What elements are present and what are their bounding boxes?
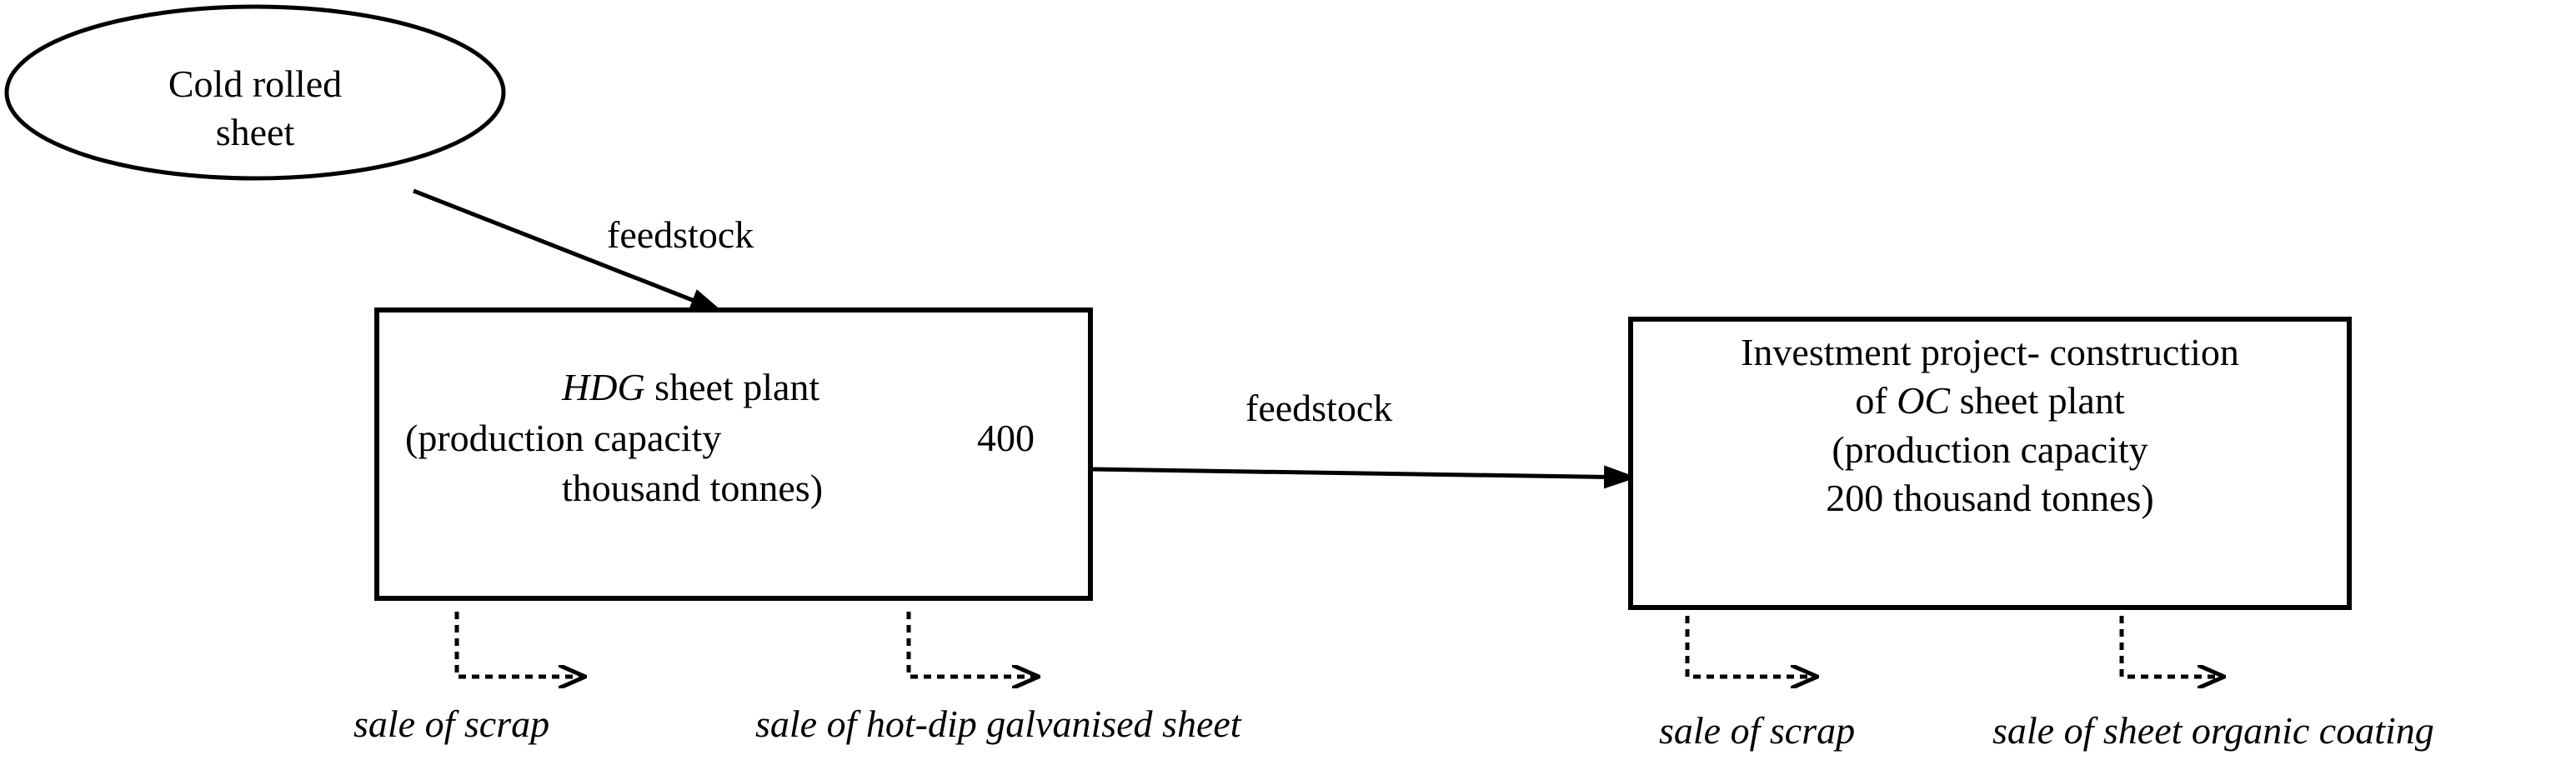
hdg-product-arrow bbox=[906, 612, 1039, 677]
feedstock-arrow-2 bbox=[1090, 465, 1637, 489]
hdg-sale-of-scrap-label: sale of scrap bbox=[353, 702, 549, 745]
oc-sale-of-coated-sheet-label: sale of sheet organic coating bbox=[1992, 709, 2434, 752]
feedstock-label-1: feedstock bbox=[607, 213, 754, 256]
cold-rolled-sheet-label-line1: Cold rolled bbox=[168, 62, 342, 105]
oc-product-arrow bbox=[2119, 616, 2224, 677]
hdg-plant-capacity-unit: thousand tonnes) bbox=[562, 467, 823, 509]
cold-rolled-sheet-ellipse bbox=[4, 4, 506, 181]
feedstock-label-2: feedstock bbox=[1245, 387, 1392, 429]
hdg-plant-capacity-label: (production capacity bbox=[405, 417, 721, 459]
hdg-sale-of-galvanised-sheet-label: sale of hot-dip galvanised sheet bbox=[755, 702, 1242, 745]
hdg-plant-capacity-value: 400 bbox=[977, 417, 1035, 459]
oc-project-line3: (production capacity bbox=[1832, 428, 2148, 471]
oc-sheet-plant-box bbox=[1628, 317, 2352, 610]
cold-rolled-sheet-label-line2: sheet bbox=[216, 111, 295, 153]
hdg-scrap-arrow bbox=[454, 612, 585, 677]
oc-sale-of-scrap-label: sale of scrap bbox=[1659, 709, 1855, 752]
hdg-plant-title: HDG sheet plant bbox=[561, 366, 819, 408]
oc-project-line4: 200 thousand tonnes) bbox=[1826, 477, 2154, 519]
oc-project-line2: of OC sheet plant bbox=[1855, 379, 2124, 422]
feedstock-arrow-1 bbox=[413, 188, 724, 314]
oc-project-line1: Investment project- construction bbox=[1741, 331, 2239, 373]
oc-scrap-arrow bbox=[1685, 616, 1817, 677]
hdg-sheet-plant-box bbox=[374, 308, 1093, 601]
